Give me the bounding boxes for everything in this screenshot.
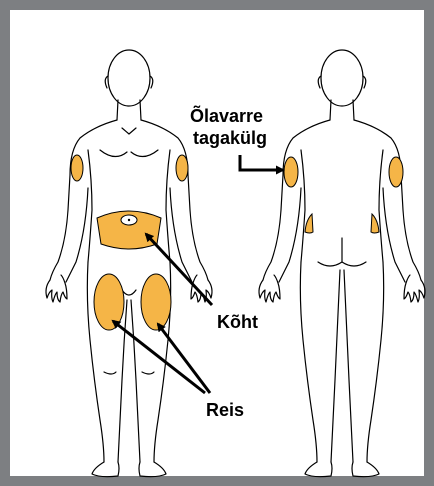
back-right-upper-arm-site xyxy=(389,157,403,187)
back-view-figure xyxy=(259,50,425,477)
left-thigh-site xyxy=(141,274,171,330)
bracket-arrow-icon xyxy=(240,155,283,170)
right-thigh-arrow-icon xyxy=(113,321,205,393)
front-left-upper-arm-site xyxy=(176,155,188,181)
abdomen-label: Kõht xyxy=(217,312,258,332)
upper-arm-back-label-line2: tagakülg xyxy=(193,128,267,148)
front-right-upper-arm-site xyxy=(71,155,83,181)
back-left-hip-site xyxy=(305,214,313,233)
front-view-figure xyxy=(46,50,212,477)
back-left-upper-arm-site xyxy=(284,157,298,187)
back-right-hip-site xyxy=(371,214,379,233)
upper-arm-back-label-line1: Õlavarre xyxy=(190,106,263,126)
thigh-label: Reis xyxy=(206,400,244,420)
right-thigh-site xyxy=(94,274,124,330)
